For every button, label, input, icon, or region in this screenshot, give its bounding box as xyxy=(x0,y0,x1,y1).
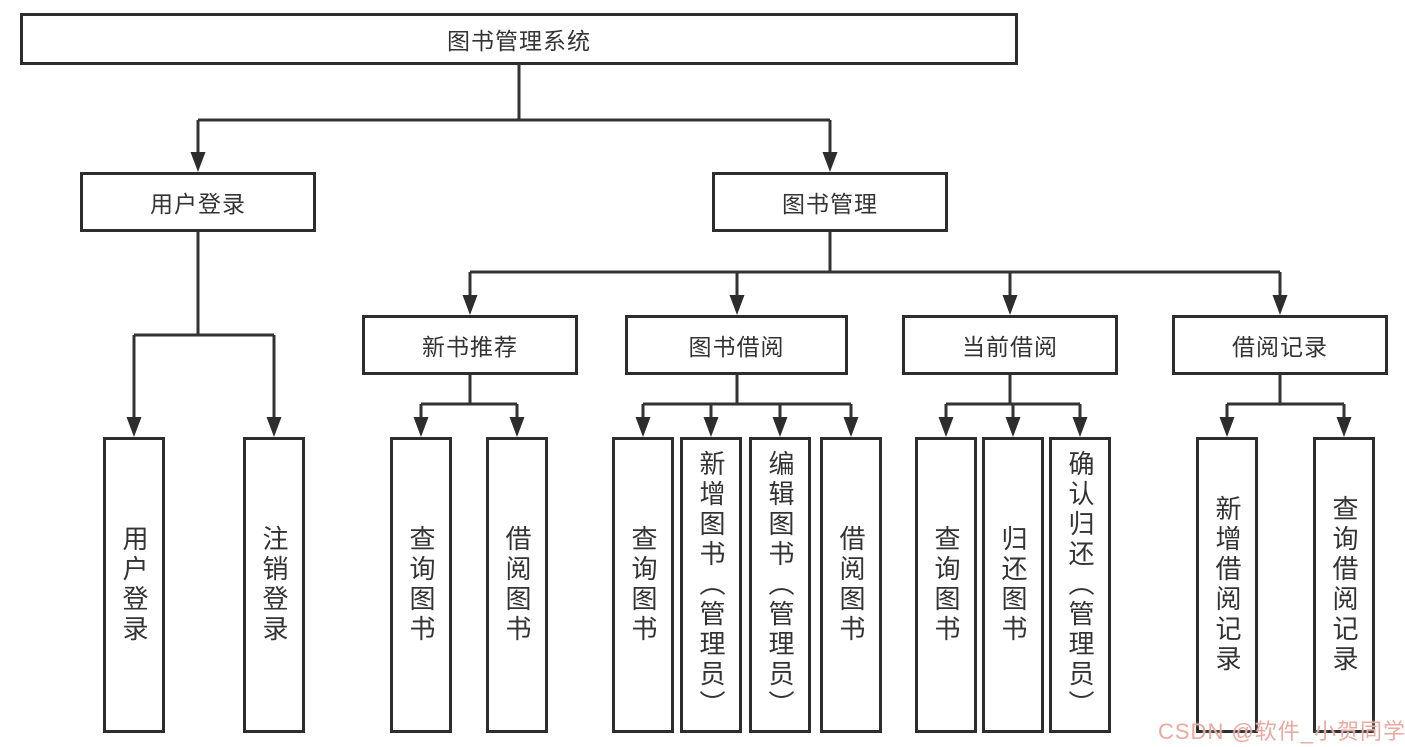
arrow-down-icon xyxy=(266,417,282,437)
leaf-add-borrow-record: 新增借阅记录 xyxy=(1196,437,1258,733)
arrow-down-icon xyxy=(703,417,719,437)
node-user-login: 用户登录 xyxy=(80,172,316,232)
leaf-query-borrow-record: 查询借阅记录 xyxy=(1313,437,1375,733)
node-book-borrowing: 图书借阅 xyxy=(625,315,848,375)
leaf-return-books: 归还图书 xyxy=(982,437,1044,733)
arrow-down-icon xyxy=(190,152,206,172)
leaf-label: 查询图书 xyxy=(931,525,961,645)
leaf-query-books-recommend: 查询图书 xyxy=(390,437,452,733)
arrow-down-icon xyxy=(938,417,954,437)
arrow-down-icon xyxy=(1072,417,1088,437)
node-label: 图书管理系统 xyxy=(447,28,591,54)
leaf-label: 新增图书（管理员） xyxy=(696,450,726,720)
arrow-down-icon xyxy=(1005,417,1021,437)
node-new-book-recommend: 新书推荐 xyxy=(362,315,578,375)
arrow-down-icon xyxy=(126,417,142,437)
leaf-label: 查询借阅记录 xyxy=(1329,495,1359,675)
leaf-logout: 注销登录 xyxy=(243,437,305,733)
leaf-label: 归还图书 xyxy=(998,525,1028,645)
leaf-query-books-current: 查询图书 xyxy=(915,437,977,733)
node-system-root: 图书管理系统 xyxy=(20,13,1018,65)
watermark: CSDN @软件_小贺同学 xyxy=(1158,719,1405,744)
leaf-confirm-return-admin: 确认归还（管理员） xyxy=(1049,437,1111,733)
arrow-down-icon xyxy=(1002,295,1018,315)
arrow-down-icon xyxy=(1272,295,1288,315)
leaf-label: 用户登录 xyxy=(119,525,149,645)
node-label: 用户登录 xyxy=(150,191,246,217)
arrow-down-icon xyxy=(1219,417,1235,437)
node-label: 图书管理 xyxy=(782,191,878,217)
leaf-label: 查询图书 xyxy=(628,525,658,645)
arrow-down-icon xyxy=(635,417,651,437)
node-borrowing-records: 借阅记录 xyxy=(1172,315,1388,375)
arrow-down-icon xyxy=(1336,417,1352,437)
arrow-down-icon xyxy=(413,417,429,437)
arrow-down-icon xyxy=(729,295,745,315)
leaf-query-books-borrow: 查询图书 xyxy=(612,437,674,733)
leaf-borrow-books-recommend: 借阅图书 xyxy=(486,437,548,733)
arrow-down-icon xyxy=(822,152,838,172)
node-book-management: 图书管理 xyxy=(712,172,948,232)
node-label: 借阅记录 xyxy=(1232,334,1328,360)
leaf-label: 注销登录 xyxy=(259,525,289,645)
leaf-label: 查询图书 xyxy=(406,525,436,645)
node-label: 当前借阅 xyxy=(962,334,1058,360)
leaf-add-books-admin: 新增图书（管理员） xyxy=(680,437,742,733)
arrow-down-icon xyxy=(509,417,525,437)
node-label: 图书借阅 xyxy=(688,334,785,360)
leaf-label: 编辑图书（管理员） xyxy=(765,450,795,720)
arrow-down-icon xyxy=(772,417,788,437)
leaf-edit-books-admin: 编辑图书（管理员） xyxy=(749,437,811,733)
arrow-down-icon xyxy=(462,295,478,315)
arrow-down-icon xyxy=(843,417,859,437)
leaf-borrow-books: 借阅图书 xyxy=(820,437,882,733)
node-current-borrowing: 当前借阅 xyxy=(902,315,1118,375)
leaf-label: 借阅图书 xyxy=(836,525,866,645)
leaf-user-login: 用户登录 xyxy=(103,437,165,733)
leaf-label: 确认归还（管理员） xyxy=(1065,450,1095,720)
leaf-label: 借阅图书 xyxy=(502,525,532,645)
leaf-label: 新增借阅记录 xyxy=(1212,495,1242,675)
node-label: 新书推荐 xyxy=(422,334,518,360)
